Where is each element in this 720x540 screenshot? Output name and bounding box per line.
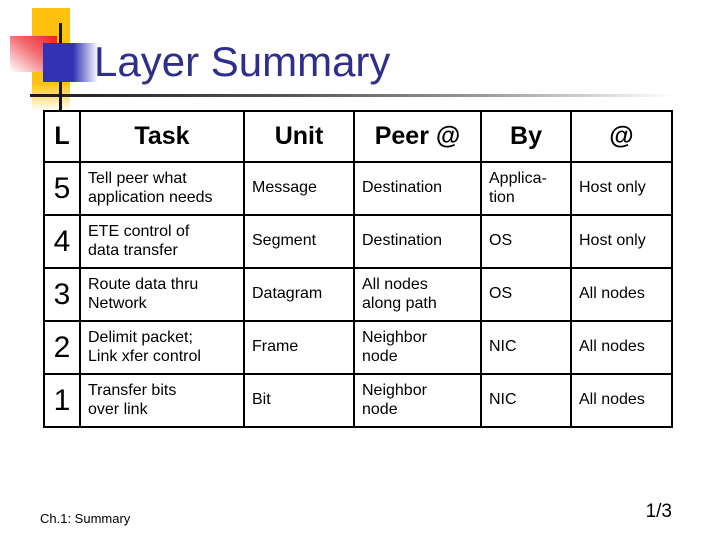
col-header-unit: Unit xyxy=(243,110,355,163)
cell-peer-address: All nodes along path xyxy=(353,267,482,322)
cell-by: OS xyxy=(480,267,572,322)
cell-layer-number: 4 xyxy=(43,214,81,269)
cell-by: NIC xyxy=(480,373,572,428)
cell-layer-number: 1 xyxy=(43,373,81,428)
page-number: 1/3 xyxy=(645,501,672,522)
cell-layer-number: 2 xyxy=(43,320,81,375)
cell-task: Transfer bits over link xyxy=(79,373,245,428)
cell-unit: Bit xyxy=(243,373,355,428)
cell-unit: Segment xyxy=(243,214,355,269)
deco-blue-square xyxy=(43,43,98,82)
table-row-layer-1: 1 Transfer bits over link Bit Neighbor n… xyxy=(43,373,673,428)
slide-title: Layer Summary xyxy=(94,38,391,85)
cell-address: All nodes xyxy=(570,373,673,428)
cell-address: Host only xyxy=(570,161,673,216)
cell-peer-address: Destination xyxy=(353,161,482,216)
cell-unit: Datagram xyxy=(243,267,355,322)
cell-by: NIC xyxy=(480,320,572,375)
col-header-peer-address: Peer @ xyxy=(353,110,482,163)
cell-peer-address: Neighbor node xyxy=(353,320,482,375)
title-underline-rule xyxy=(30,94,675,97)
cell-by: Applica- tion xyxy=(480,161,572,216)
layer-summary-table: L Task Unit Peer @ By @ 5 Tell peer what… xyxy=(43,110,673,428)
cell-layer-number: 3 xyxy=(43,267,81,322)
table-row-layer-5: 5 Tell peer what application needs Messa… xyxy=(43,161,673,216)
cell-task: ETE control of data transfer xyxy=(79,214,245,269)
cell-peer-address: Destination xyxy=(353,214,482,269)
cell-address: All nodes xyxy=(570,267,673,322)
header-row: L Task Unit Peer @ By @ xyxy=(43,110,673,163)
cell-task: Tell peer what application needs xyxy=(79,161,245,216)
col-header-task: Task xyxy=(79,110,245,163)
col-header-address: @ xyxy=(570,110,673,163)
cell-peer-address: Neighbor node xyxy=(353,373,482,428)
cell-task: Route data thru Network xyxy=(79,267,245,322)
cell-unit: Message xyxy=(243,161,355,216)
col-header-by: By xyxy=(480,110,572,163)
table-row-layer-4: 4 ETE control of data transfer Segment D… xyxy=(43,214,673,269)
cell-task: Delimit packet; Link xfer control xyxy=(79,320,245,375)
cell-by: OS xyxy=(480,214,572,269)
table-row-layer-2: 2 Delimit packet; Link xfer control Fram… xyxy=(43,320,673,375)
col-header-layer: L xyxy=(43,110,81,163)
cell-address: All nodes xyxy=(570,320,673,375)
cell-address: Host only xyxy=(570,214,673,269)
cell-layer-number: 5 xyxy=(43,161,81,216)
cell-unit: Frame xyxy=(243,320,355,375)
table-row-layer-3: 3 Route data thru Network Datagram All n… xyxy=(43,267,673,322)
footer-chapter-label: Ch.1: Summary xyxy=(40,511,131,526)
